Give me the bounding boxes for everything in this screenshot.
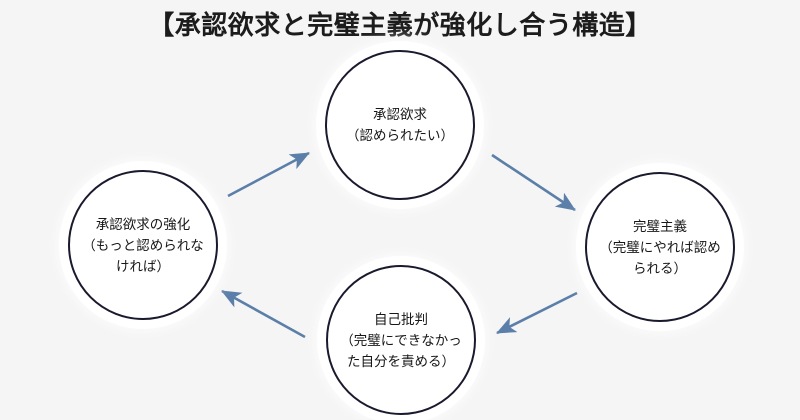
node-label: 自己批判（完璧にできなかった自分を責める） [340, 311, 462, 369]
arrow-kyouka-to-shounin [227, 151, 310, 198]
page-title: 【承認欲求と完璧主義が強化し合う構造】 [148, 11, 652, 40]
node-shounin-yokkyuu[interactable]: 承認欲求（認められたい） [325, 50, 475, 200]
node-shounin-yokkyuu-no-kyouka[interactable]: 承認欲求の強化（もっと認められなければ） [68, 170, 218, 320]
arrow-jikohihan-to-kyouka [221, 289, 306, 339]
node-jiko-hihan[interactable]: 自己批判（完璧にできなかった自分を責める） [326, 265, 476, 415]
arrow-kanpeki-to-jikohihan [496, 291, 578, 335]
node-label: 承認欲求（認められたい） [346, 107, 454, 143]
node-label: 承認欲求の強化（もっと認められなければ） [82, 216, 204, 274]
arrow-shounin-to-kanpeki [491, 153, 576, 212]
node-kanpeki-shugi[interactable]: 完璧主義（完璧にやれば認められる） [585, 172, 735, 322]
node-label: 完璧主義（完璧にやれば認められる） [599, 218, 721, 276]
